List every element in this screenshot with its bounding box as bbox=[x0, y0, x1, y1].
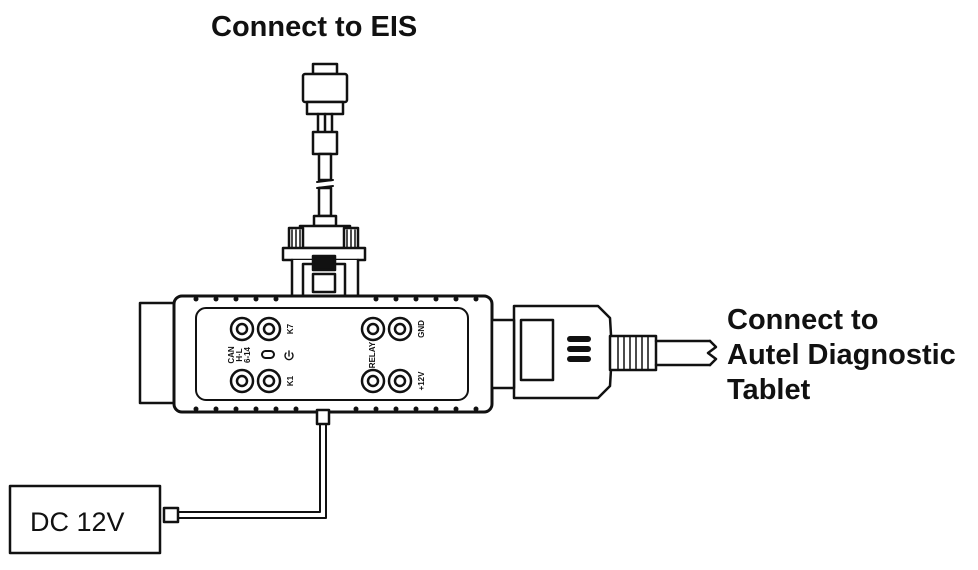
led-indicator bbox=[261, 350, 275, 359]
connect-tablet-line-1: Connect to bbox=[727, 304, 879, 336]
port-label-can-3: 6-14 bbox=[243, 346, 252, 363]
port-label-gnd: GND bbox=[417, 320, 426, 338]
db-connector bbox=[281, 224, 367, 300]
jack-k1-left bbox=[229, 368, 255, 394]
jack-12v-right bbox=[387, 368, 413, 394]
port-label-relay: RELAY bbox=[368, 341, 377, 368]
port-label-can-1: CAN bbox=[227, 346, 236, 364]
port-label-can-2: H·L bbox=[235, 348, 244, 361]
port-label-k1: K1 bbox=[286, 375, 295, 386]
eis-plug bbox=[301, 62, 349, 156]
power-icon bbox=[284, 350, 294, 361]
jack-gnd-right bbox=[387, 316, 413, 342]
dc-12v-label: DC 12V bbox=[30, 507, 125, 537]
connect-eis-label: Connect to EIS bbox=[211, 11, 418, 43]
connect-tablet-line-3: Tablet bbox=[727, 374, 811, 406]
dc-power-supply bbox=[8, 484, 162, 555]
jack-gnd-left bbox=[360, 316, 386, 342]
obd-connector bbox=[490, 304, 718, 400]
port-label-k7: K7 bbox=[286, 323, 295, 334]
port-label-12v: +12V bbox=[417, 371, 426, 391]
eis-cable bbox=[312, 152, 338, 228]
adapter-box bbox=[138, 294, 494, 414]
power-cable bbox=[162, 408, 331, 524]
jack-k7-left bbox=[229, 316, 255, 342]
jack-k7-right bbox=[256, 316, 282, 342]
connect-tablet-line-2: Autel Diagnostic bbox=[727, 339, 956, 371]
jack-k1-right bbox=[256, 368, 282, 394]
connect-tablet-label: Connect to Autel Diagnostic Tablet bbox=[727, 303, 956, 408]
jack-12v-left bbox=[360, 368, 386, 394]
